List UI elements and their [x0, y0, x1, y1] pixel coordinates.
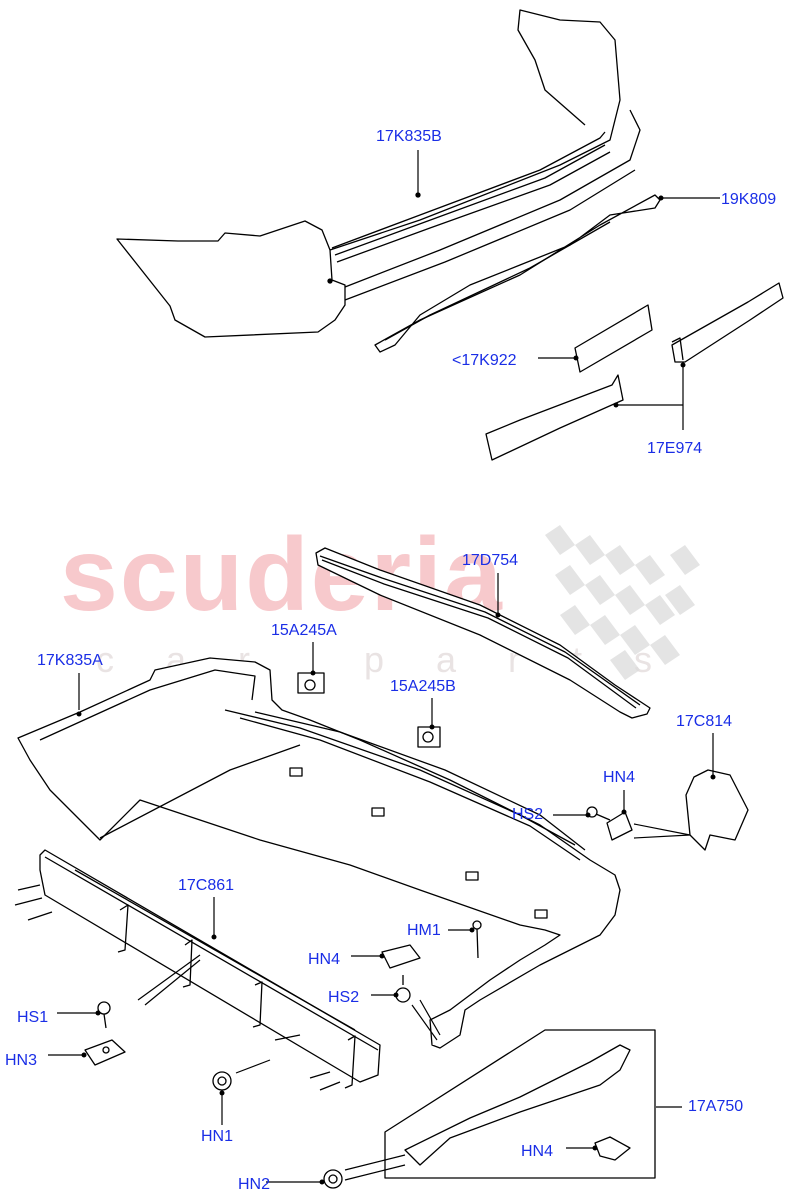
callout-17K835A[interactable]: 17K835A: [37, 652, 103, 669]
fastener-HN1: [212, 1071, 232, 1091]
watermark-checker-flag: [545, 525, 700, 680]
fastener-15A245A: [297, 672, 325, 694]
callout-HN4-bot[interactable]: HN4: [521, 1143, 554, 1160]
fastener-HN4-bot: [594, 1136, 631, 1161]
fastener-HN4-top: [606, 811, 633, 841]
callout-19K809[interactable]: 19K809: [721, 191, 777, 208]
leader-dots: [76, 192, 716, 1185]
part-17K922-tow-cover: [574, 304, 653, 373]
callout-HS2-mid[interactable]: HS2: [328, 989, 360, 1006]
callout-17A750[interactable]: 17A750: [688, 1098, 744, 1115]
fastener-HS2-top: [586, 806, 611, 821]
callout-17C861[interactable]: 17C861: [178, 877, 235, 894]
callout-HN4-top[interactable]: HN4: [603, 769, 636, 786]
callout-HM1[interactable]: HM1: [407, 922, 441, 939]
fastener-HN4-mid: [381, 944, 421, 969]
callout-17C814[interactable]: 17C814: [676, 713, 733, 730]
part-17C861-bumper-beam: [14, 849, 381, 1091]
fastener-15A245B: [417, 726, 441, 748]
callout-HS2-top[interactable]: HS2: [512, 806, 544, 823]
fastener-HS1: [97, 1001, 111, 1029]
callout-17K835B[interactable]: 17K835B: [376, 128, 442, 145]
callout-HN3[interactable]: HN3: [5, 1052, 38, 1069]
part-17A750-box: [384, 1029, 656, 1179]
callout-15A245A[interactable]: 15A245A: [271, 622, 337, 639]
part-17E974-trim-left: [485, 374, 624, 461]
part-17K835A-bumper-cover: [17, 657, 621, 1049]
part-17C814-bracket: [685, 769, 749, 851]
part-17K835B-bumper-cover: [116, 9, 641, 338]
leader-lines: [48, 150, 720, 1183]
fastener-HS2-mid: [395, 975, 411, 1003]
callout-HN2[interactable]: HN2: [238, 1176, 271, 1193]
callout-17K922[interactable]: <17K922: [452, 352, 517, 369]
fastener-HN3: [84, 1039, 126, 1066]
callout-HN1[interactable]: HN1: [201, 1128, 234, 1145]
callout-HN4-mid[interactable]: HN4: [308, 951, 341, 968]
part-17E974-trim-right: [671, 282, 784, 363]
callout-HS1[interactable]: HS1: [17, 1009, 49, 1026]
fastener-HN2: [323, 1169, 343, 1189]
part-17D754-energy-absorber: [315, 547, 651, 719]
callout-17E974[interactable]: 17E974: [647, 440, 703, 457]
callout-15A245B[interactable]: 15A245B: [390, 678, 456, 695]
part-19K809-valance: [374, 194, 661, 353]
fastener-HM1: [472, 920, 482, 959]
callout-17D754[interactable]: 17D754: [462, 552, 519, 569]
